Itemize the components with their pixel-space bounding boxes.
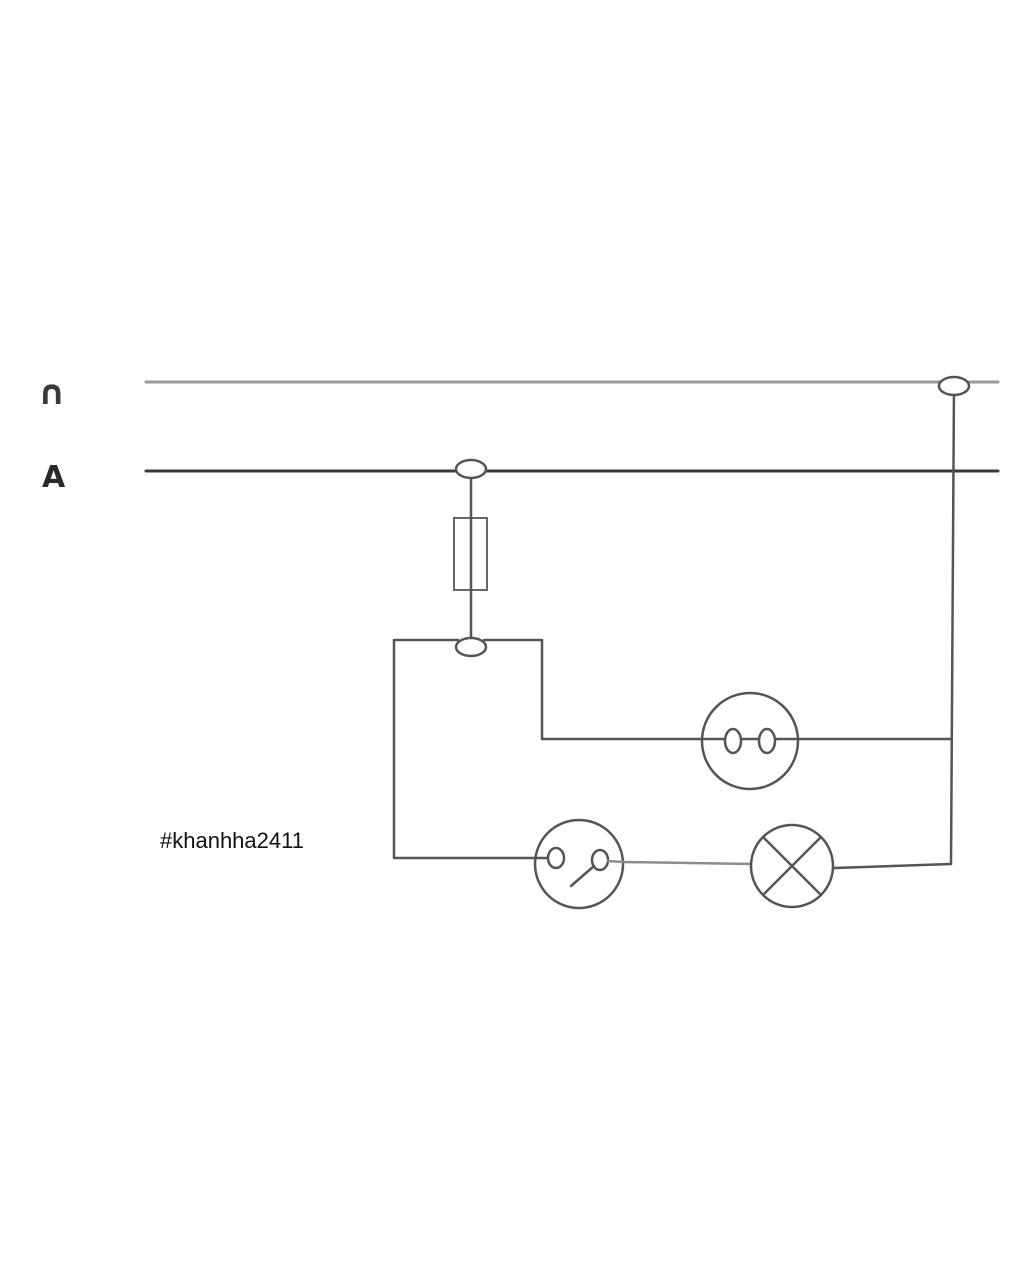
socket-branch-wire xyxy=(482,638,704,741)
neutral-drop-wire xyxy=(949,384,956,866)
switch-lamp-wire xyxy=(621,860,754,866)
fuse-output-node xyxy=(454,636,488,658)
lamp-icon xyxy=(749,823,835,909)
lamp-return-wire xyxy=(832,862,953,870)
phase-line-label: A xyxy=(42,460,66,495)
socket-icon xyxy=(700,691,800,791)
phase-junction-node xyxy=(454,458,488,480)
neutral-line-label: ∩ xyxy=(38,373,66,413)
watermark-text: #khanhha2411 xyxy=(160,828,304,853)
switch-branch-wire xyxy=(392,638,537,860)
fuse-icon xyxy=(453,516,488,592)
switch-icon xyxy=(533,818,625,910)
neutral-junction-node xyxy=(937,375,971,397)
